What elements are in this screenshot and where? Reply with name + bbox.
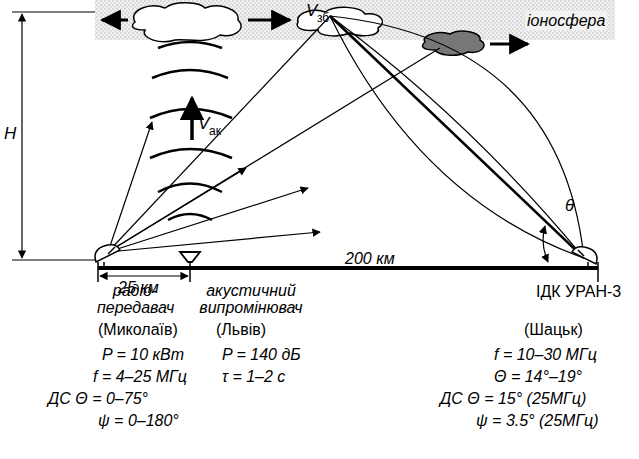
city-label: (Миколаїв) [98,320,178,339]
parameter: f = 4–25 МГц [93,367,187,386]
city-label: (Шацьк) [524,320,583,339]
velocity-subscript: ак [209,122,221,141]
velocity-symbol: V [198,114,209,133]
irregularity-cloud [422,31,484,55]
irregularity-cloud [132,3,241,42]
parameter: P = 140 дБ [222,345,301,364]
parameter: f = 10–30 МГц [494,345,597,364]
city-label: (Львів) [216,320,266,339]
receiver-antenna [572,247,597,268]
radio-rays [108,16,584,258]
distance-label: 200 км [345,249,395,268]
acoustic-emitter [180,252,200,262]
angle-symbol: θ [565,196,574,215]
velocity-symbol: V [306,1,317,20]
main-ray [330,16,584,258]
velocity-subscript: зб [317,9,329,28]
acoustic-waves [150,42,232,220]
parameter: P = 10 кВт [102,345,184,364]
emitter-label: акустичний випромінювач [196,282,306,316]
band-label: іоносфера [525,11,607,30]
transmitter-label: радіо- передавач [97,282,173,316]
elevation-angle-arc [543,226,548,262]
receiver-label: ІДК УРАН-3 [536,282,621,301]
parameter: Θ = 14°–19° [494,367,582,386]
parameter: ДС Θ = 0–75° [48,389,148,408]
parameter: ψ = 3.5° (25МГц) [476,411,599,430]
height-symbol: H [4,124,16,143]
parameter: ψ = 0–180° [98,411,179,430]
ionosphere-band: іоносфера [95,0,615,40]
parameter: τ = 1–2 с [222,367,285,386]
transmitter-antenna [95,245,120,268]
height-dimension [12,12,95,260]
parameter: ДС Θ = 15° (25МГц) [440,389,586,408]
acoustic-velocity-arrow [190,98,194,140]
